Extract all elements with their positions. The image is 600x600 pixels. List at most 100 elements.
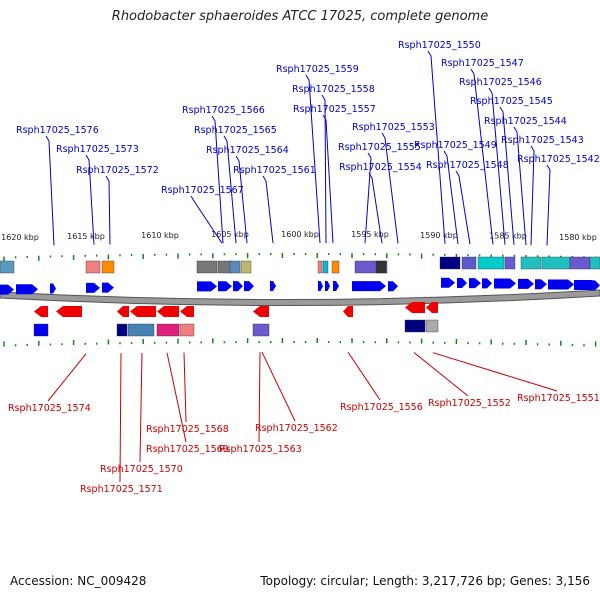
forward-gene-arrow bbox=[86, 282, 100, 293]
reverse-gene-label: Rsph17025_1556 bbox=[340, 402, 423, 413]
reverse-leader-line bbox=[183, 352, 187, 423]
forward-domain-box bbox=[375, 260, 387, 274]
reverse-domain-box bbox=[156, 323, 180, 337]
reverse-tick-row bbox=[3, 338, 597, 347]
forward-leader-line bbox=[381, 132, 399, 244]
forward-gene-label: Rsph17025_1547 bbox=[441, 58, 524, 69]
forward-leader-line bbox=[211, 115, 224, 244]
reverse-leader-line bbox=[413, 352, 469, 397]
forward-gene-arrow bbox=[494, 278, 516, 289]
reverse-gene-labels: Rsph17025_1574Rsph17025_1571Rsph17025_15… bbox=[8, 393, 600, 495]
forward-domain-box bbox=[461, 256, 477, 270]
forward-gene-label: Rsph17025_1543 bbox=[501, 135, 584, 146]
forward-leader-line bbox=[322, 114, 334, 244]
axis-label: 1600 kbp bbox=[281, 230, 319, 239]
reverse-leader-line bbox=[258, 352, 261, 443]
forward-domain-box bbox=[331, 260, 340, 274]
reverse-gene-label: Rsph17025_1563 bbox=[219, 444, 302, 455]
reverse-domain-box bbox=[425, 319, 439, 333]
forward-gene-label: Rsph17025_1546 bbox=[459, 77, 542, 88]
reverse-leader-line bbox=[139, 352, 143, 463]
reverse-leader-line bbox=[119, 353, 122, 483]
forward-gene-labels: Rsph17025_1576Rsph17025_1573Rsph17025_15… bbox=[16, 40, 600, 196]
reverse-gene-arrow bbox=[180, 306, 194, 317]
forward-gene-label: Rsph17025_1573 bbox=[56, 144, 139, 155]
backbone-band bbox=[0, 289, 600, 307]
reverse-leader-line bbox=[47, 353, 87, 402]
reverse-gene-arrow bbox=[56, 306, 82, 317]
forward-gene-arrow bbox=[518, 278, 534, 289]
reverse-gene-arrow bbox=[405, 302, 425, 313]
reverse-gene-arrow bbox=[426, 302, 438, 313]
accession-text: Accession: NC_009428 bbox=[10, 574, 147, 588]
forward-gene-arrow bbox=[50, 283, 56, 294]
axis-label: 1610 kbp bbox=[141, 231, 179, 240]
forward-leader-line bbox=[45, 135, 55, 246]
forward-gene-label: Rsph17025_1559 bbox=[276, 64, 359, 75]
forward-gene-arrow bbox=[333, 281, 339, 292]
forward-gene-label: Rsph17025_1567 bbox=[161, 185, 244, 196]
reverse-leader-line bbox=[347, 351, 381, 401]
forward-gene-arrow bbox=[441, 277, 455, 288]
axis-label: 1605 kbp bbox=[211, 230, 249, 239]
forward-leader-line bbox=[262, 175, 274, 244]
forward-gene-label: Rsph17025_1561 bbox=[233, 165, 316, 176]
forward-leader-line bbox=[223, 135, 237, 244]
forward-domain-box bbox=[0, 260, 15, 274]
forward-leader-line bbox=[455, 170, 471, 245]
forward-gene-arrow bbox=[244, 281, 254, 292]
forward-gene-label: Rsph17025_1564 bbox=[206, 145, 289, 156]
forward-gene-arrow bbox=[318, 281, 323, 292]
forward-domain-box bbox=[229, 260, 241, 274]
forward-gene-arrow bbox=[388, 281, 398, 292]
reverse-gene-arrows bbox=[34, 302, 438, 317]
forward-domain-box bbox=[322, 260, 329, 274]
forward-leader-line bbox=[443, 150, 459, 245]
forward-gene-arrows bbox=[0, 277, 600, 295]
topology-text: Topology: circular; Length: 3,217,726 bp… bbox=[260, 574, 590, 588]
forward-gene-label: Rsph17025_1550 bbox=[398, 40, 481, 51]
forward-gene-arrow bbox=[16, 284, 38, 295]
forward-gene-arrow bbox=[102, 282, 114, 293]
reverse-label-leaders bbox=[47, 351, 558, 483]
forward-domain-boxes bbox=[0, 256, 600, 274]
forward-leader-line bbox=[546, 164, 551, 246]
reverse-gene-label: Rsph17025_1562 bbox=[255, 423, 338, 434]
forward-domain-box bbox=[569, 256, 591, 270]
forward-domain-box bbox=[196, 260, 218, 274]
reverse-gene-label: Rsph17025_1552 bbox=[428, 398, 511, 409]
forward-gene-label: Rsph17025_1545 bbox=[470, 96, 553, 107]
reverse-domain-boxes bbox=[33, 319, 439, 337]
forward-gene-arrow bbox=[270, 281, 276, 292]
forward-leader-line bbox=[321, 94, 327, 244]
forward-gene-arrow bbox=[325, 281, 330, 292]
forward-gene-label: Rsph17025_1558 bbox=[292, 84, 375, 95]
forward-leader-line bbox=[499, 106, 515, 245]
axis-label: 1590 kbp bbox=[420, 231, 458, 240]
forward-gene-label: Rsph17025_1549 bbox=[414, 140, 497, 151]
reverse-gene-arrow bbox=[130, 306, 156, 317]
forward-label-leaders bbox=[45, 50, 551, 246]
forward-gene-label: Rsph17025_1548 bbox=[426, 160, 509, 171]
reverse-gene-label: Rsph17025_1574 bbox=[8, 403, 91, 414]
forward-domain-box bbox=[101, 260, 115, 274]
forward-gene-arrow bbox=[0, 284, 14, 295]
forward-gene-label: Rsph17025_1542 bbox=[517, 154, 600, 165]
forward-leader-line bbox=[364, 152, 372, 244]
forward-leader-line bbox=[105, 175, 111, 245]
forward-domain-box bbox=[85, 260, 101, 274]
forward-gene-arrow bbox=[548, 279, 574, 290]
forward-gene-arrow bbox=[233, 281, 243, 292]
reverse-domain-box bbox=[252, 323, 270, 337]
forward-domain-box bbox=[589, 256, 600, 270]
forward-gene-arrow bbox=[535, 279, 547, 290]
axis-label: 1620 kbp bbox=[1, 233, 39, 242]
forward-domain-box bbox=[240, 260, 252, 274]
forward-leader-line bbox=[85, 154, 95, 245]
reverse-domain-box bbox=[179, 323, 195, 337]
forward-domain-box bbox=[317, 260, 323, 274]
reverse-gene-label: Rsph17025_1569 bbox=[146, 444, 229, 455]
forward-gene-arrow bbox=[352, 281, 386, 292]
forward-gene-label: Rsph17025_1554 bbox=[339, 162, 422, 173]
